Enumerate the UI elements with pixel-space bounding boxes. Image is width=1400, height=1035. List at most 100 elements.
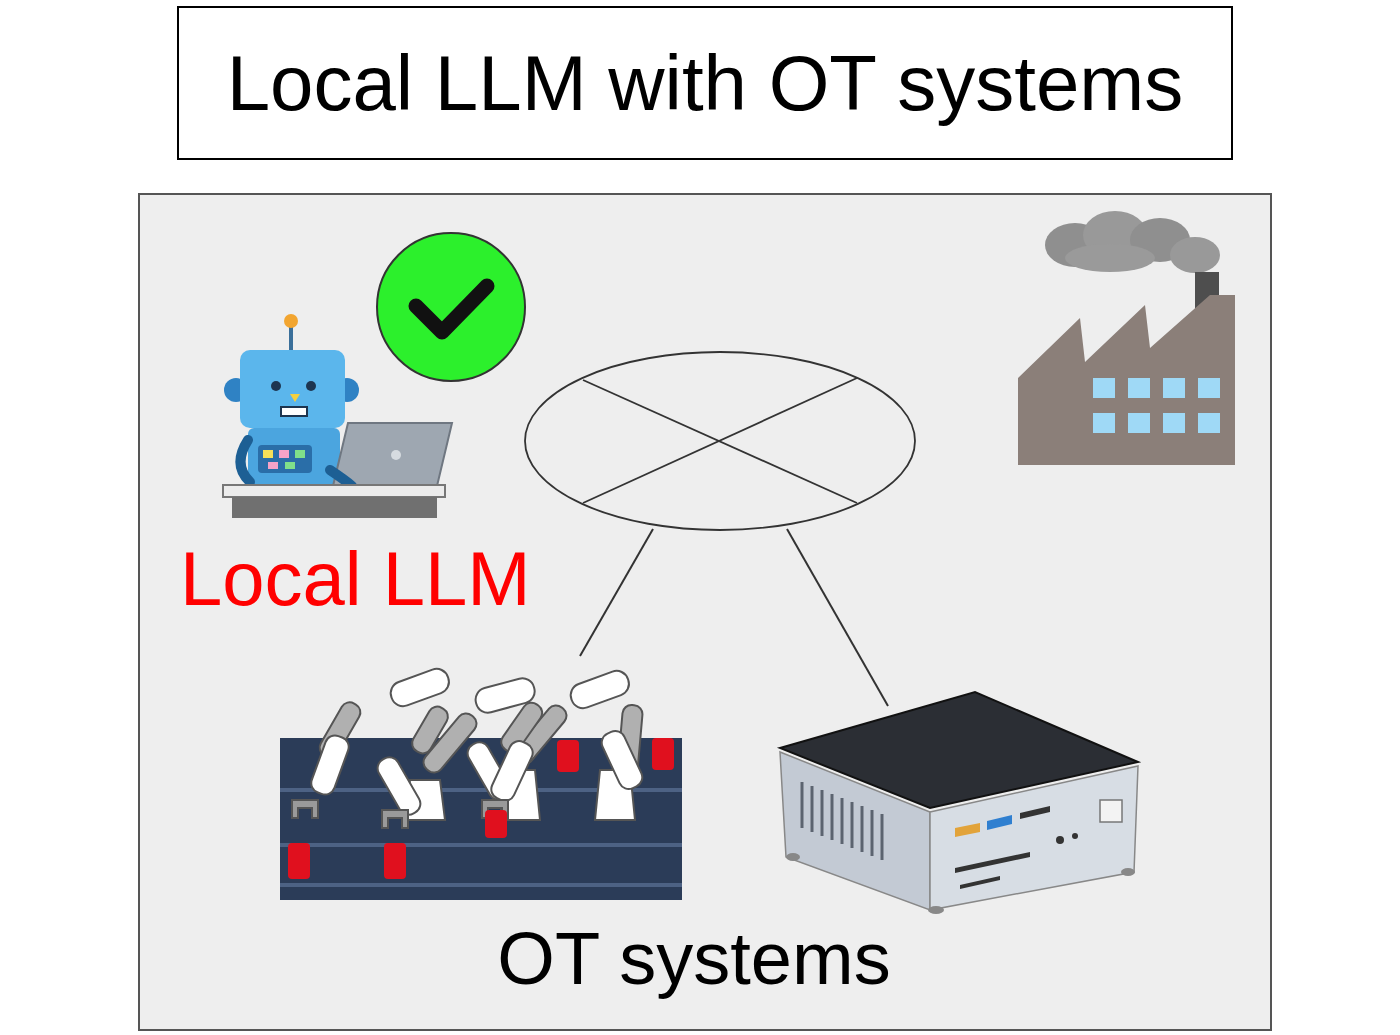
robot-arm-line — [384, 843, 406, 879]
mini-pc — [987, 815, 1012, 830]
factory-icon — [1163, 378, 1185, 398]
robot-arm-line — [280, 883, 682, 887]
robot-icon — [391, 450, 401, 460]
robot-icon — [223, 485, 445, 497]
robot-icon — [295, 450, 305, 458]
mini-pc — [831, 794, 834, 840]
robot-arm-line — [288, 738, 674, 879]
network-hub — [525, 352, 915, 530]
llm-label: Local LLM — [180, 541, 531, 617]
robot-arm-line — [405, 780, 445, 820]
factory-icon — [1018, 211, 1235, 465]
mini-pc — [1121, 868, 1135, 876]
robot-arm-line — [420, 710, 480, 776]
mini-pc — [811, 786, 814, 832]
group-label: OT systems — [497, 922, 890, 996]
robot-icon — [279, 450, 289, 458]
mini-pc — [1072, 833, 1078, 839]
factory-icon — [1045, 223, 1105, 267]
robot-arm-line — [488, 738, 536, 804]
network-wire — [580, 529, 653, 656]
mini-pc — [955, 823, 980, 837]
robot-arm-line — [374, 754, 424, 819]
factory-icon — [1198, 378, 1220, 398]
robot-arm-line — [308, 733, 351, 798]
robot-icon — [248, 428, 340, 490]
robot-arm-line — [500, 770, 540, 820]
robot-arm-line — [316, 699, 363, 761]
robot-icon — [335, 378, 359, 402]
robot-arm-line — [464, 739, 514, 804]
robot-arm-line — [598, 728, 645, 793]
factory-icon — [1018, 295, 1235, 465]
robot-arm-line — [409, 703, 451, 756]
robot-icon — [258, 445, 312, 473]
robot-arm-line — [510, 702, 570, 768]
mini-pc — [821, 790, 824, 836]
factory-icon — [1170, 237, 1220, 273]
mini-pc — [801, 782, 804, 828]
robot-arm-line — [280, 788, 682, 792]
robot-icon — [290, 394, 300, 402]
robot-arm-line — [280, 666, 682, 900]
mini-pc — [955, 852, 1030, 873]
robot-arm-line — [280, 738, 682, 900]
robot-icon — [263, 450, 273, 458]
mini-pc — [960, 876, 1000, 889]
factory-icon — [1128, 413, 1150, 433]
mini-pc — [930, 766, 1138, 910]
robot-arm-line — [482, 800, 508, 818]
network-wire — [580, 529, 888, 706]
check-badge — [416, 286, 487, 332]
robot-arm-line — [567, 668, 632, 712]
robot-arm-line — [652, 738, 674, 770]
mini-pc — [881, 814, 884, 860]
robot-icon — [330, 470, 352, 486]
robot-icon — [281, 407, 307, 416]
robot-icon — [289, 325, 293, 352]
factory-icon — [1130, 218, 1190, 262]
robot-arm-line — [485, 810, 507, 838]
robot-arm-line — [280, 843, 682, 847]
network-hub — [583, 378, 857, 503]
robot-icon — [306, 381, 316, 391]
factory-icon — [1195, 272, 1219, 316]
robot-icon — [224, 378, 248, 402]
factory-icon — [1065, 244, 1155, 272]
robot-icon — [268, 462, 278, 469]
robot-icon — [284, 314, 298, 328]
factory-icon — [1198, 413, 1220, 433]
robot-arm-line — [288, 843, 310, 879]
robot-arm-line — [595, 770, 635, 820]
mini-pc — [780, 752, 930, 910]
mini-pc — [861, 806, 864, 852]
robot-icon — [333, 423, 452, 486]
mini-pc — [786, 853, 800, 861]
mini-pc — [1100, 800, 1122, 822]
factory-icon — [1093, 378, 1115, 398]
robot-icon — [240, 440, 250, 482]
mini-pc — [1020, 806, 1050, 819]
mini-pc — [851, 802, 854, 848]
robot-icon — [271, 381, 281, 391]
mini-pc — [1056, 836, 1064, 844]
network-hub — [525, 352, 915, 530]
title-box: Local LLM with OT systems — [177, 6, 1233, 160]
robot-arm-line — [387, 666, 452, 710]
robot-icon — [285, 462, 295, 469]
network-wire — [787, 529, 888, 706]
mini-pc — [928, 906, 944, 914]
factory-icon — [1083, 211, 1147, 259]
network-hub — [583, 380, 857, 503]
robot-icon — [223, 314, 452, 518]
factory-icon — [1093, 413, 1115, 433]
system-panel: Local LLM OT systems — [138, 193, 1272, 1031]
robot-arm-line — [292, 800, 318, 818]
robot-arm-line — [473, 676, 537, 716]
factory-icon — [1163, 413, 1185, 433]
robot-arm-line — [382, 810, 408, 828]
mini-pc — [802, 782, 882, 860]
check-badge — [377, 233, 525, 381]
